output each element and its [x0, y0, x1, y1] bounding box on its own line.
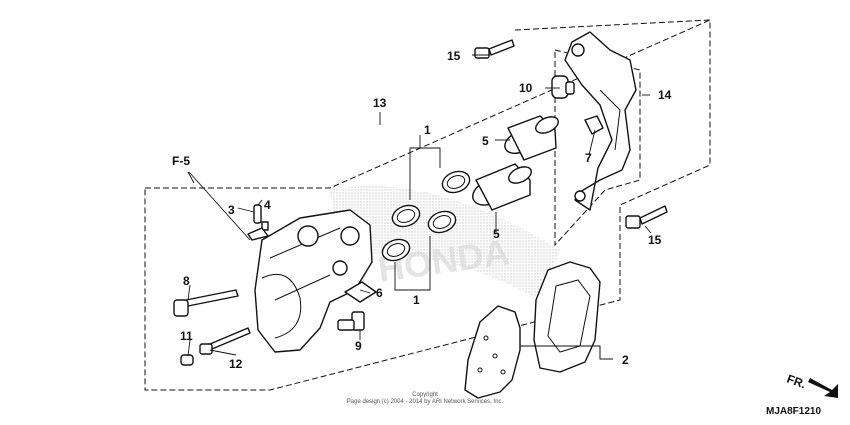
callout-1-bottom: 1: [413, 293, 420, 307]
callout-3: 3: [228, 203, 235, 217]
slide-pin: [199, 327, 251, 355]
callout-11: 11: [180, 329, 193, 343]
piston-lower: [472, 163, 532, 211]
bracket-bolt-top: [474, 39, 515, 59]
caliper-body: [254, 209, 373, 353]
front-label: FR.: [785, 372, 808, 392]
pin-boot: [551, 75, 575, 99]
reference-f5-label: F-5: [172, 154, 190, 168]
bleeder-bracket: [247, 227, 269, 241]
bracket-bolt-bottom: [625, 205, 668, 229]
callout-2: 2: [622, 353, 629, 367]
callout-12: 12: [229, 357, 243, 371]
callout-4: 4: [264, 198, 271, 212]
brake-pad-rear: [533, 261, 601, 373]
callout-1-top: 1: [424, 123, 431, 137]
copyright-notice: Page design (c) 2004 - 2014 by ARI Netwo…: [347, 399, 504, 405]
pin-bolt: [173, 289, 239, 317]
callout-7: 7: [585, 151, 592, 165]
callout-15-bottom: 15: [648, 233, 662, 247]
piston-upper: [504, 115, 559, 161]
brake-pad-front: [464, 305, 521, 399]
callout-15-top: 15: [447, 49, 461, 63]
callout-5-bottom: 5: [493, 227, 500, 241]
callout-5-top: 5: [482, 134, 489, 148]
leader-lines: [187, 54, 652, 360]
bleeder-screw: [237, 199, 269, 231]
pad-retainer: [584, 115, 604, 135]
callout-8: 8: [183, 274, 190, 288]
pin-cap: [180, 354, 194, 366]
caliper-bracket: [564, 31, 637, 211]
piston-seal-set: [381, 170, 471, 262]
copyright-label: Copyright: [412, 392, 438, 398]
pad-spring: [344, 281, 377, 303]
callout-13: 13: [373, 96, 387, 110]
callout-10: 10: [519, 81, 533, 95]
caliper-assembly-outline: [144, 19, 711, 391]
pad-pin-bolt: [337, 311, 365, 331]
diagram-code: MJA8F1210: [766, 406, 821, 417]
callout-14: 14: [658, 88, 672, 102]
front-direction-arrow: [808, 378, 838, 398]
callout-9: 9: [355, 339, 362, 353]
callout-6: 6: [376, 286, 383, 300]
